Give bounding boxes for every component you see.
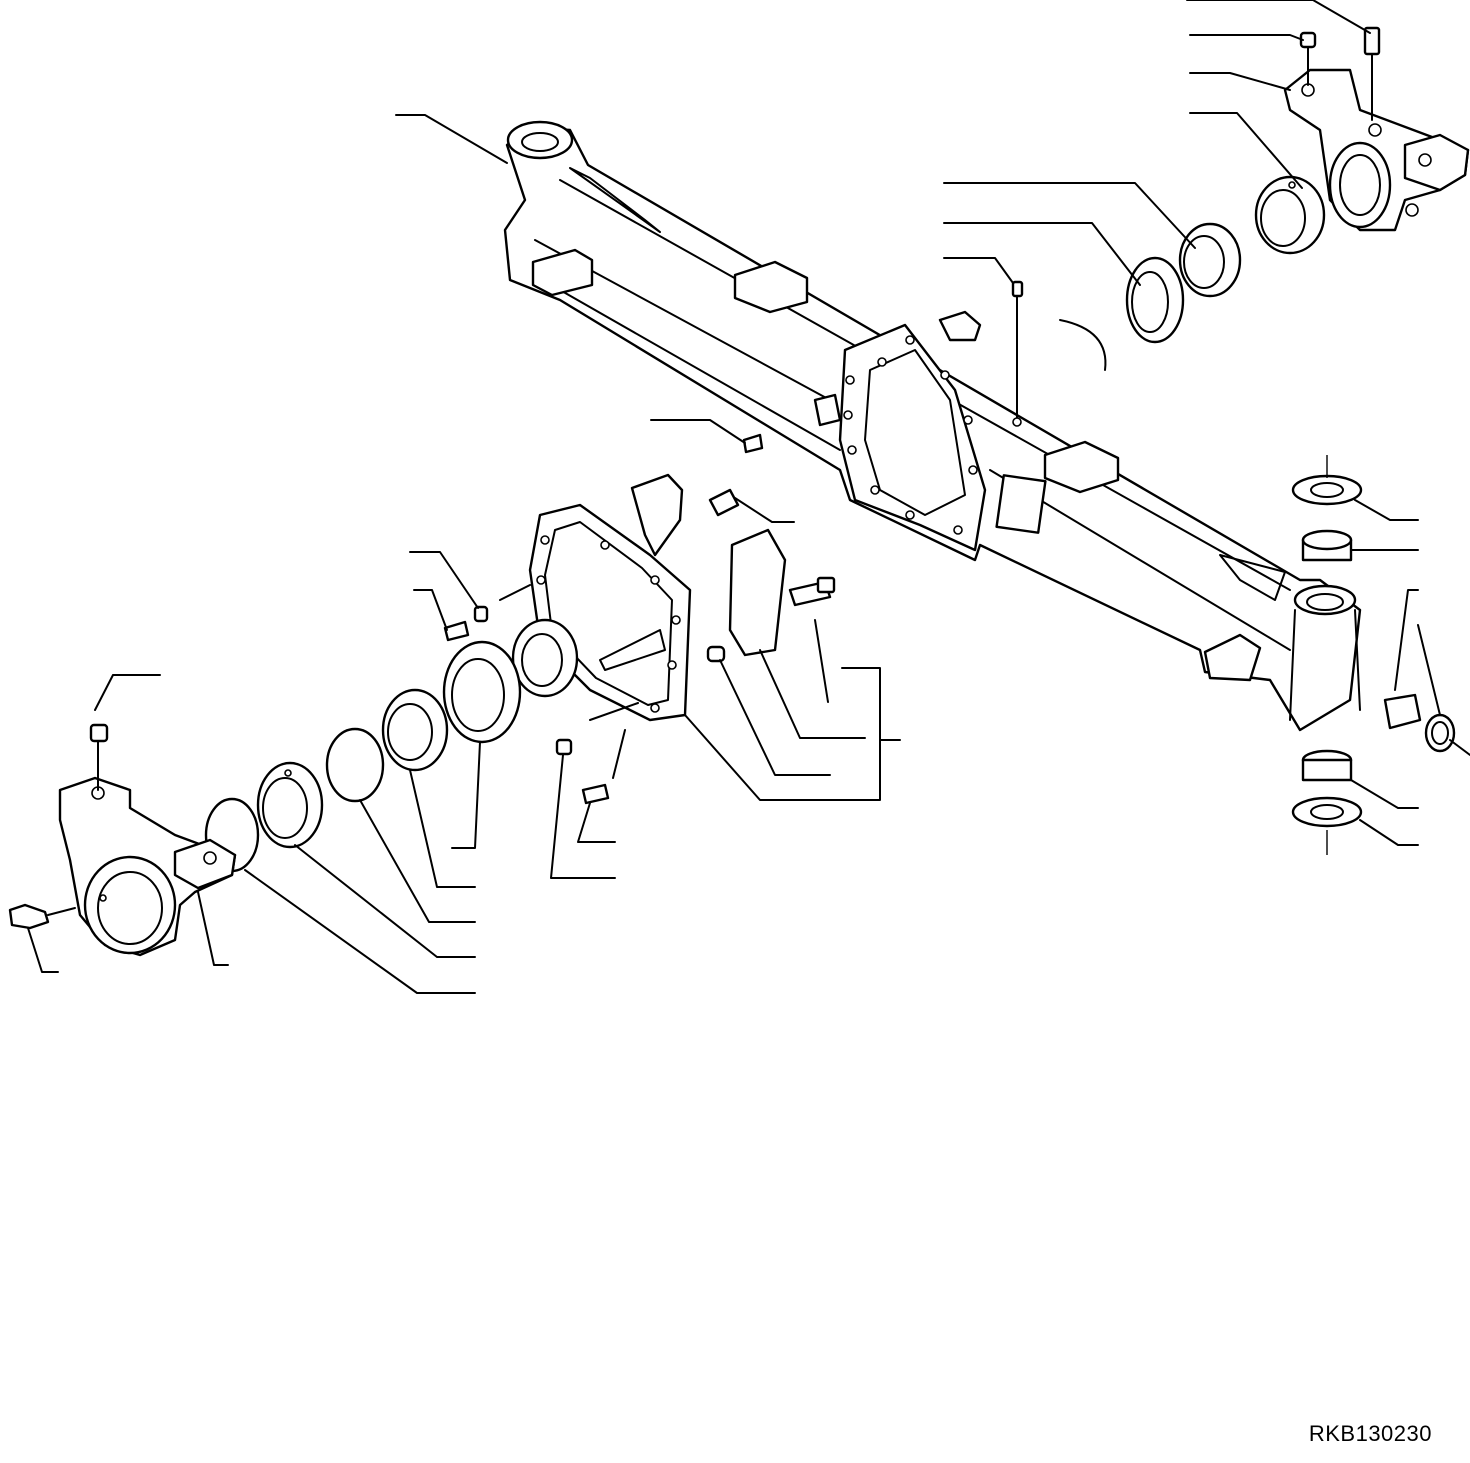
differential-carrier — [511, 473, 787, 722]
grease-nipple — [1011, 280, 1024, 427]
kingpin-stack — [1291, 455, 1456, 855]
thrust-washer — [1125, 256, 1185, 344]
bushing-middle — [1178, 222, 1242, 298]
left-bushing-a — [381, 688, 449, 772]
dowel-pin — [708, 488, 740, 517]
left-o-ring-a — [325, 727, 385, 803]
axle-housing — [503, 120, 1362, 732]
cap-bolt — [1363, 26, 1381, 121]
bushing-upper — [1254, 175, 1326, 255]
leader-lines — [27, 0, 1470, 994]
left-bracket-nut — [89, 723, 109, 791]
carrier-pin — [706, 645, 726, 663]
left-seal-ring — [442, 640, 522, 744]
left-bushing-b — [256, 761, 324, 849]
top-bracket — [1283, 68, 1470, 232]
left-bracket-bolt — [8, 903, 76, 930]
carrier-bolt — [788, 576, 836, 607]
drawing-code-label: RKB130230 — [1308, 1421, 1432, 1446]
lower-bolts — [555, 738, 610, 805]
left-bracket — [58, 776, 237, 957]
left-bolts — [443, 433, 764, 642]
